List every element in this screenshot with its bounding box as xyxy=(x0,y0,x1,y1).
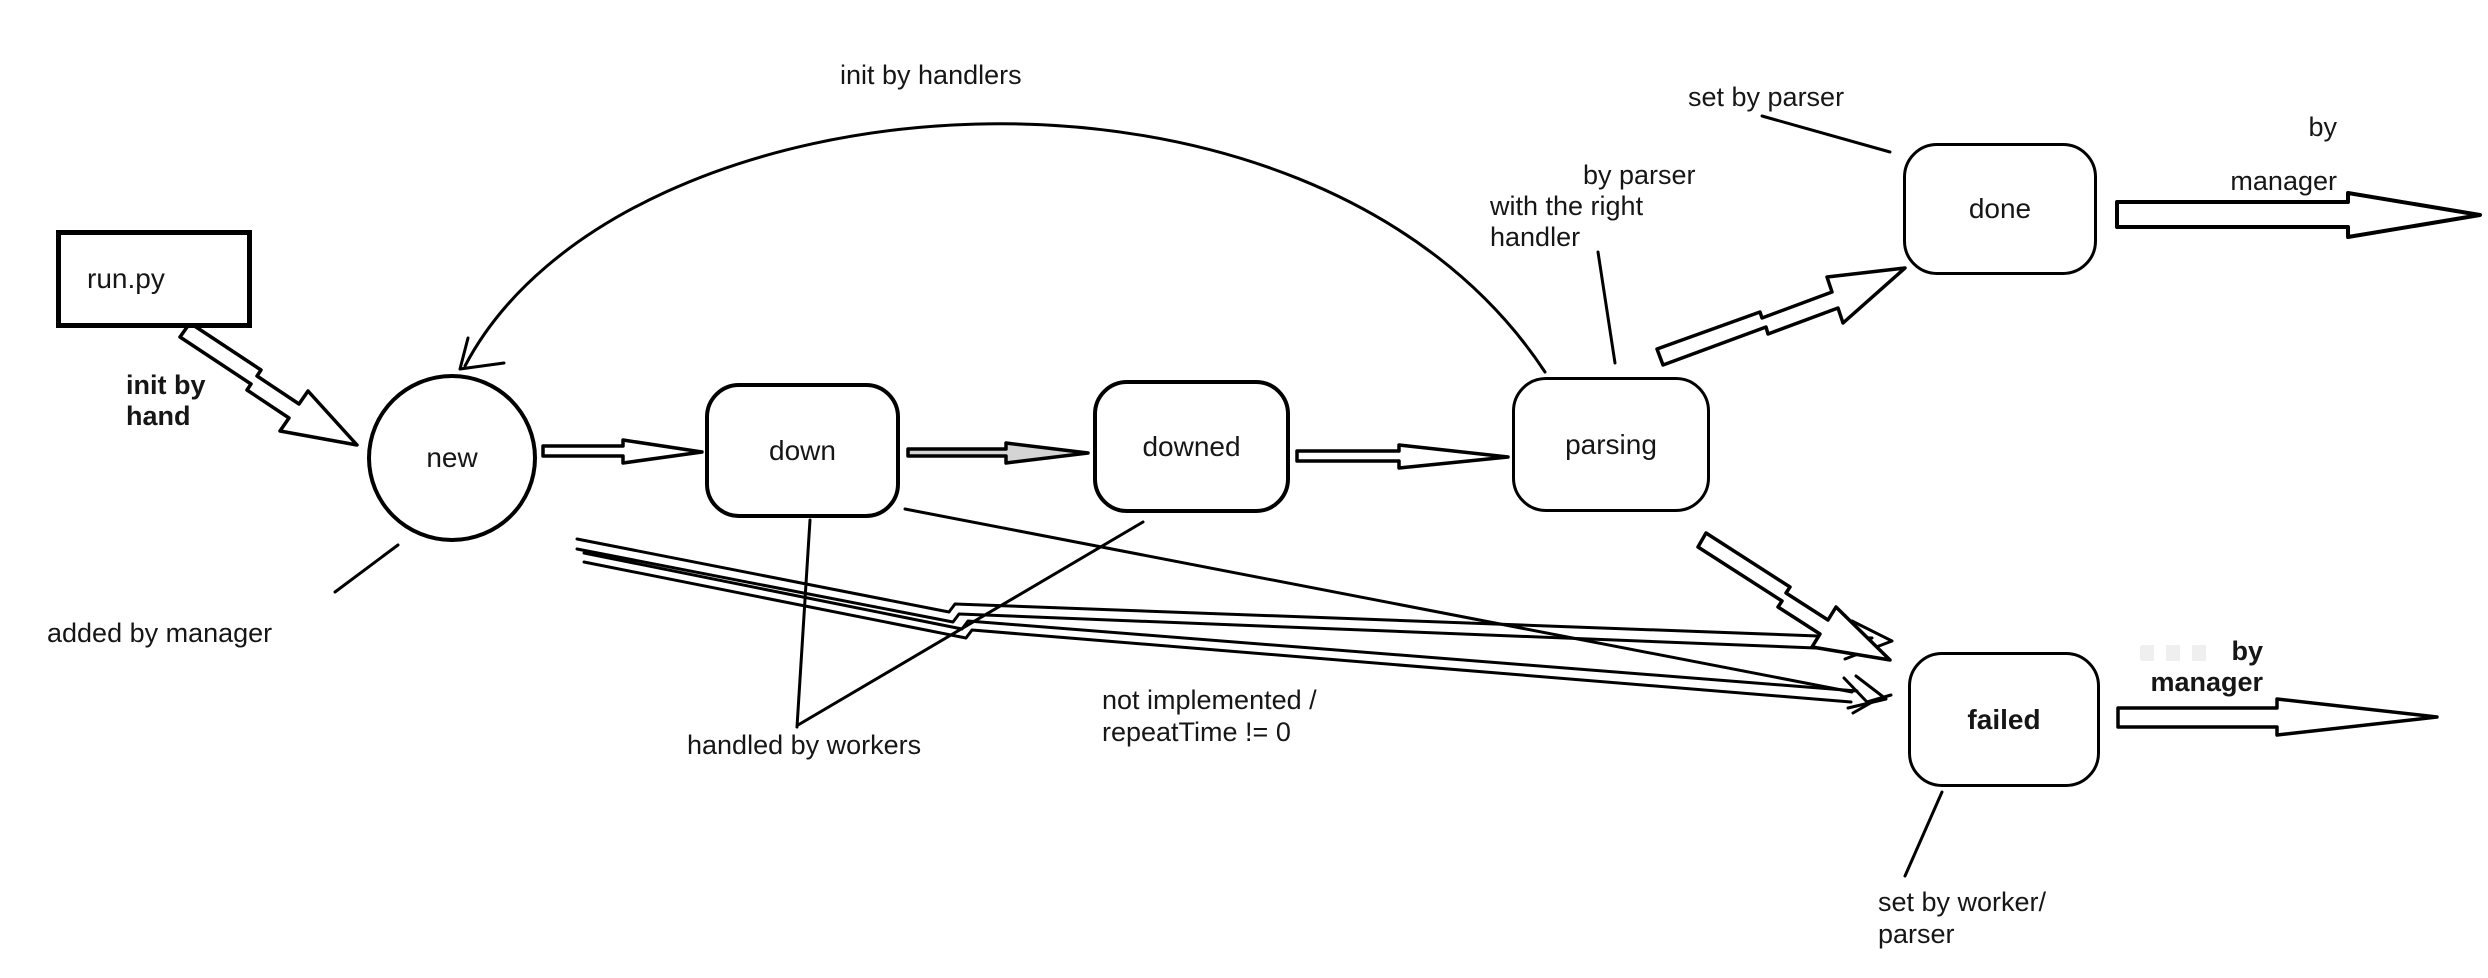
state-parsing-label: parsing xyxy=(1565,428,1657,460)
state-downed: downed xyxy=(1093,380,1290,513)
label-init-by-hand: init by hand xyxy=(126,370,206,432)
state-run-py-label: run.py xyxy=(87,263,165,294)
label-by-parser-line3: handler xyxy=(1490,222,1581,252)
label-handled-by-workers: handled by workers xyxy=(687,730,922,760)
state-failed-label: failed xyxy=(1967,703,2041,735)
state-down: down xyxy=(705,383,900,518)
arrow-done-exit xyxy=(2115,191,2482,239)
state-done: done xyxy=(1903,143,2097,275)
label-by-manager-top-line1: by xyxy=(2308,112,2337,142)
arrow-parsing-to-done xyxy=(1655,266,1907,367)
label-added-by-manager: added by manager xyxy=(47,618,273,648)
pointer-downed-to-workers xyxy=(796,520,1145,727)
erased-text-artifact xyxy=(2140,645,2218,661)
label-not-implemented-line1: not implemented / xyxy=(1102,685,1317,715)
pointer-down-to-workers xyxy=(795,518,812,729)
arrow-long-b-lower-edge xyxy=(582,560,1853,704)
label-by-parser-line2: with the right xyxy=(1490,191,1644,221)
arrow-new-to-down xyxy=(541,438,704,465)
state-failed: failed xyxy=(1908,652,2100,787)
label-init-by-hand-line2: hand xyxy=(126,401,191,431)
label-not-implemented: not implemented / repeatTime != 0 xyxy=(1102,684,1317,748)
label-by-parser-line1: by parser xyxy=(1583,160,1696,190)
state-new-label: new xyxy=(426,442,478,473)
label-by-manager-bottom-line2: manager xyxy=(2150,667,2263,697)
arrow-init-by-hand xyxy=(178,321,359,447)
pointer-failed-to-setby xyxy=(1903,790,1944,878)
state-done-label: done xyxy=(1968,193,2032,224)
arrow-down-to-downed xyxy=(906,441,1090,465)
arrow-failed-exit xyxy=(2116,697,2439,737)
pointer-by-parser-handler xyxy=(1596,250,1617,365)
state-down-label: down xyxy=(769,434,836,466)
label-set-by-worker-line1: set by worker/ xyxy=(1878,887,2047,917)
line-down-to-failed xyxy=(903,507,1854,694)
label-init-by-hand-line1: init by xyxy=(126,370,206,400)
label-by-manager-top: by manager xyxy=(2180,100,2337,208)
state-run-py: run.py xyxy=(56,230,252,328)
arrow-downed-to-parsing xyxy=(1295,443,1510,470)
arc-arrowhead-hook-icon xyxy=(458,336,506,371)
label-set-by-worker-line2: parser xyxy=(1878,919,1955,949)
arrow-long-a-upper-edge xyxy=(575,537,1874,640)
label-by-manager-top-line2: manager xyxy=(2230,166,2337,196)
pointer-set-by-parser xyxy=(1760,114,1892,154)
state-parsing: parsing xyxy=(1512,377,1710,512)
arrow-long-a-lower-edge xyxy=(575,547,1868,652)
arrow-long-b-upper-edge xyxy=(582,551,1859,693)
arrow-parsing-to-failed xyxy=(1696,531,1892,662)
label-init-by-handlers: init by handlers xyxy=(840,60,1022,90)
arc-init-by-handlers xyxy=(463,122,1547,374)
line-down-to-failed-head-icon xyxy=(1846,674,1888,710)
pointer-added-by-manager xyxy=(333,543,400,594)
label-by-parser-block: by parser with the right handler xyxy=(1490,160,1696,253)
label-set-by-worker: set by worker/ parser xyxy=(1878,886,2046,950)
label-not-implemented-line2: repeatTime != 0 xyxy=(1102,717,1291,747)
state-downed-label: downed xyxy=(1142,430,1241,462)
state-new: new xyxy=(367,374,537,542)
label-by-manager-bottom-line1: by xyxy=(2231,636,2263,666)
label-by-manager-bottom: by manager xyxy=(2106,636,2263,698)
label-set-by-parser: set by parser xyxy=(1688,82,1845,112)
